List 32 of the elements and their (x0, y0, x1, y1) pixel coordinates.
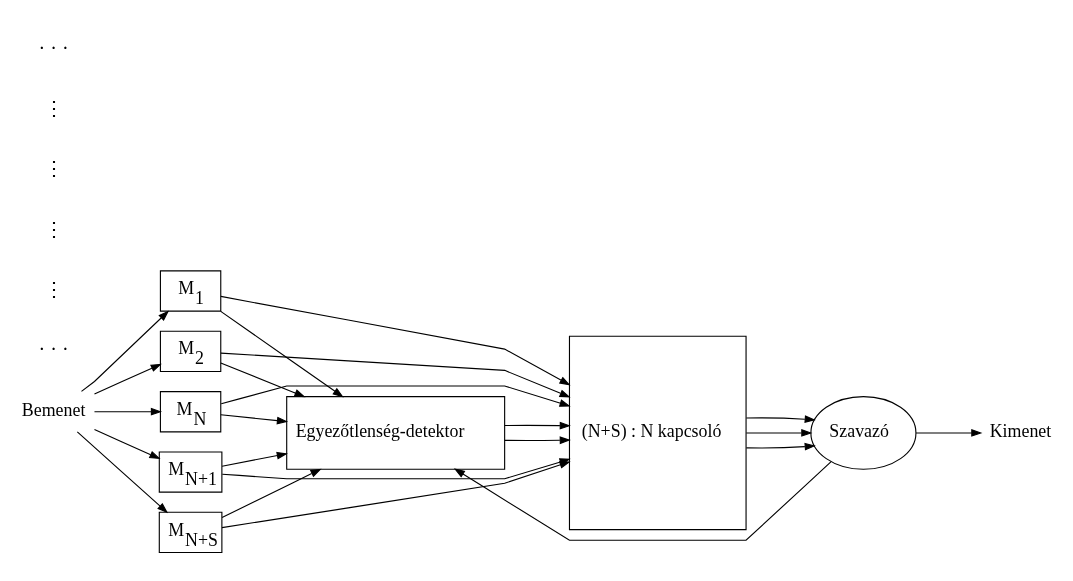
label: ⋮ (43, 277, 64, 300)
label: · · · (38, 36, 69, 59)
arrow (220, 384, 571, 407)
arrow (220, 362, 306, 397)
arrow (221, 468, 322, 518)
arrow (93, 428, 161, 459)
node-ellipse: Szavazó (810, 395, 917, 470)
label: · · · (38, 337, 69, 360)
label: ⋮ (43, 96, 64, 119)
arrow (504, 435, 571, 444)
arrow (453, 460, 832, 541)
arrow (93, 407, 163, 416)
arrow (220, 295, 571, 385)
label: ⋮ (43, 156, 64, 179)
arrow (745, 414, 816, 423)
node-box: Egyezőtlenség-detektor (286, 395, 506, 470)
arrow (93, 363, 162, 394)
arrow (220, 310, 344, 397)
node-box: (N+S) : N kapcsoló (568, 335, 747, 530)
arrow (504, 421, 571, 430)
arrow (221, 451, 288, 467)
arrow (220, 352, 571, 398)
arrow (221, 460, 571, 528)
node-text: Bemenet (21, 399, 86, 420)
arrow (76, 430, 169, 513)
arrow (80, 309, 170, 392)
arrow (220, 413, 289, 425)
arrow (745, 428, 813, 437)
arrow (745, 442, 816, 451)
label: ⋮ (43, 217, 64, 240)
node-text: Kimenet (989, 420, 1052, 441)
arrow (915, 428, 983, 437)
